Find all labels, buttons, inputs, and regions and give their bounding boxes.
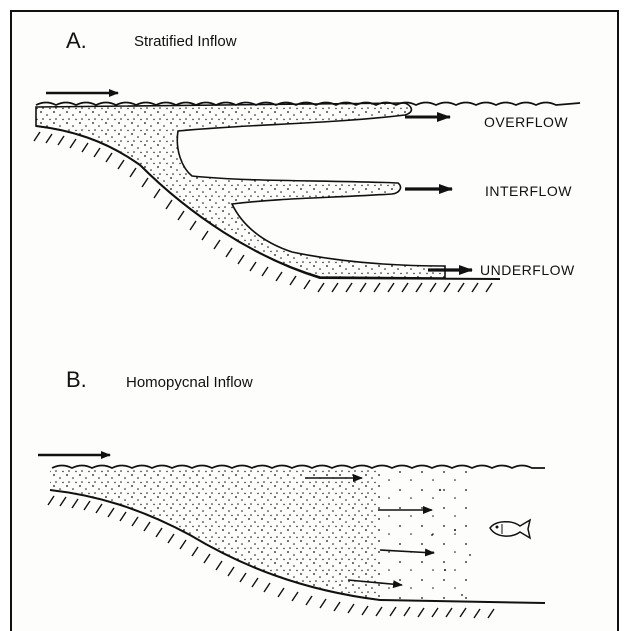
panel-b-title: Homopycnal Inflow (126, 374, 253, 391)
underflow-label: UNDERFLOW (480, 262, 575, 278)
panel-b-sediment-sparse (380, 470, 470, 602)
panel-b-letter: B. (66, 367, 87, 392)
panel-a-letter: A. (66, 28, 87, 53)
panel-a-title: Stratified Inflow (134, 33, 237, 50)
interflow-label: INTERFLOW (485, 183, 572, 199)
panel-a-sediment-plume (36, 103, 445, 278)
panel-b: B. Homopycnal Inflow (38, 367, 545, 618)
panel-b-sediment-dense (50, 470, 380, 600)
panel-b-water-surface (52, 466, 545, 469)
overflow-label: OVERFLOW (484, 114, 568, 130)
panel-a: A. Stratified Inflow (34, 28, 580, 292)
fish-icon (490, 520, 530, 538)
